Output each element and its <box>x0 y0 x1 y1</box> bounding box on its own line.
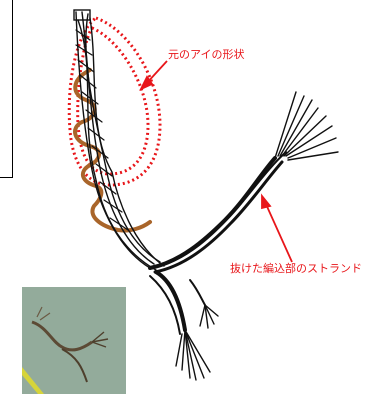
strand-annotation-arrow <box>262 196 292 262</box>
original-eye-outline <box>69 18 160 185</box>
original-eye-label: 元のアイの形状 <box>168 49 244 61</box>
rope-sample-photo <box>22 287 126 394</box>
brown-strand <box>75 70 150 231</box>
unlaid-strands-label: 抜けた編込部のストランド <box>230 263 362 275</box>
